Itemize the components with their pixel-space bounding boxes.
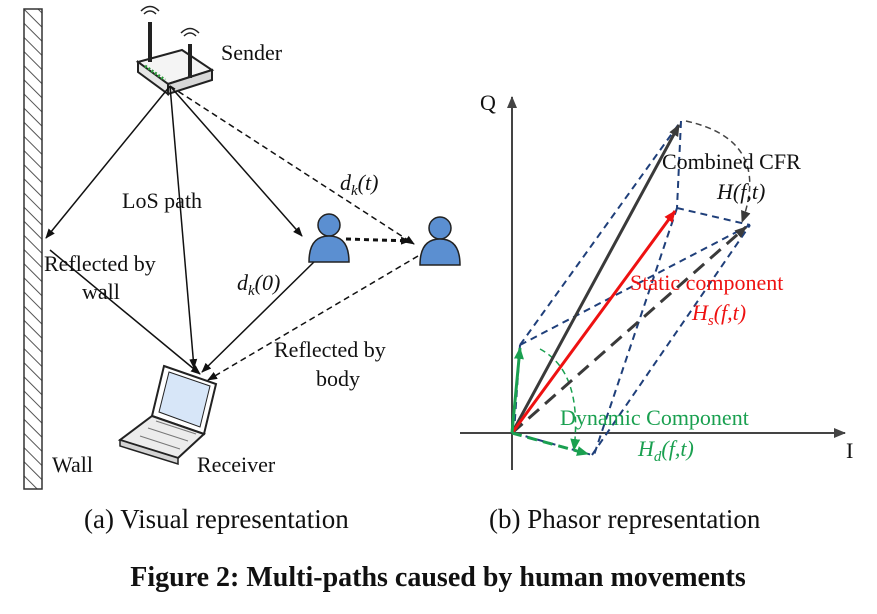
wall-shape (23, 8, 43, 490)
reflected-body-label-1: Reflected by (274, 337, 386, 362)
receiver-label: Receiver (197, 452, 276, 477)
los-path-line (169, 85, 198, 369)
laptop-icon (117, 364, 218, 466)
dk-0-main: d (237, 270, 249, 295)
dynamic-vector-initial (510, 347, 524, 434)
person-icon-moved (419, 216, 461, 266)
dk-0-label: dk(0) (237, 270, 280, 299)
static-formula-arg: (f,t) (714, 300, 746, 325)
path-wall-to-receiver (49, 249, 201, 375)
path-to-person2 (169, 85, 415, 245)
static-vector (510, 210, 677, 434)
wall-label: Wall (52, 452, 93, 477)
static-formula: Hs(f,t) (691, 300, 746, 329)
figure-title: Figure 2: Multi-paths caused by human mo… (130, 562, 746, 593)
dynamic-formula: Hd(f,t) (637, 436, 694, 465)
dynamic-rotation-arc (539, 348, 581, 451)
reflected-body-label-2: body (316, 366, 360, 391)
reflected-wall-label-2: wall (82, 279, 120, 304)
static-formula-sub: s (708, 313, 714, 329)
combined-cfr-label: Combined CFR (662, 149, 801, 174)
panel-a: Sender LoS path Reflected by wall Reflec… (23, 5, 461, 534)
dk-t-arg: (t) (358, 170, 379, 195)
router-icon (135, 5, 215, 96)
los-path-label: LoS path (122, 188, 202, 213)
caption-b: (b) Phasor representation (489, 504, 761, 534)
axis-q-label: Q (480, 90, 496, 115)
path-to-person1 (169, 85, 303, 237)
dk-t-main: d (340, 170, 352, 195)
reflected-wall-label-1: Reflected by (44, 251, 156, 276)
dynamic-formula-main: H (637, 436, 655, 461)
dynamic-formula-sub: d (654, 449, 662, 465)
path-person1-to-receiver (201, 259, 317, 373)
static-formula-main: H (691, 300, 709, 325)
dk-t-sub: k (351, 183, 358, 199)
combined-vector-rotated (511, 225, 747, 435)
caption-a: (a) Visual representation (84, 504, 349, 534)
static-component-label: Static component (630, 270, 783, 295)
combined-cfr-formula: H(f,t) (716, 179, 765, 204)
sender-label: Sender (221, 40, 283, 65)
path-to-wall (45, 85, 171, 239)
dynamic-formula-arg: (f,t) (661, 436, 693, 461)
combined-vector-initial (510, 124, 681, 434)
person-icon-initial (308, 213, 350, 263)
axis-i-label: I (846, 438, 853, 463)
movement-arrow (345, 236, 411, 245)
dynamic-vector-rotated (511, 431, 589, 456)
dk-t-label: dk(t) (340, 170, 378, 199)
dk-0-sub: k (248, 283, 255, 299)
dk-0-arg: (0) (255, 270, 281, 295)
panel-b: Q I Combined CFR H(f,t) Static component… (460, 90, 853, 534)
path-person2-to-receiver (207, 255, 419, 381)
dynamic-component-label: Dynamic Component (560, 405, 749, 430)
